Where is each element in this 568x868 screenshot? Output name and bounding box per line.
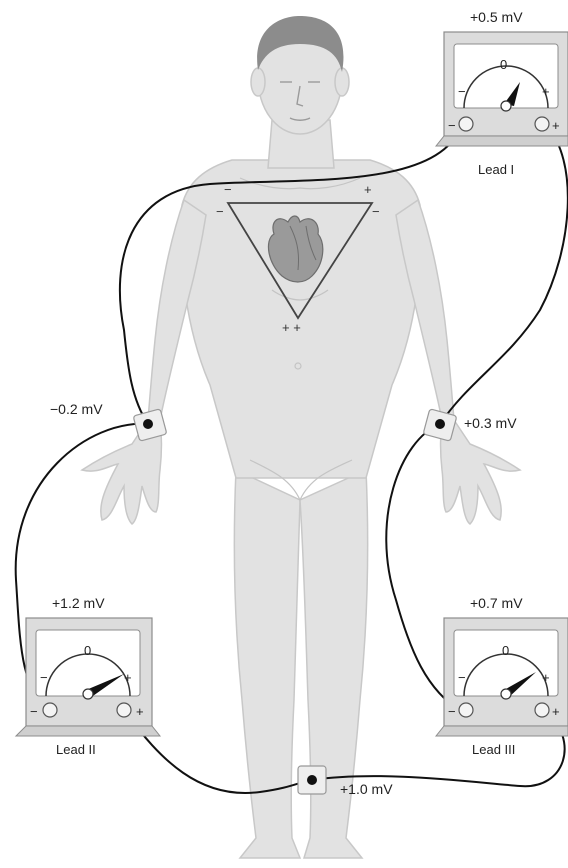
svg-text:−: − — [448, 704, 456, 719]
svg-text:+: + — [552, 704, 560, 719]
meter-lead-iii: +0.7 mV 0 − + − + Lead III — [436, 595, 568, 757]
svg-text:−: − — [30, 704, 38, 719]
meter-lead-ii-reading: +1.2 mV — [52, 595, 105, 611]
meter-lead-ii-terminal-minus — [43, 703, 57, 717]
meter-lead-i-zero: 0 — [500, 57, 507, 72]
meter-lead-iii-name: Lead III — [472, 742, 515, 757]
meter-lead-ii-terminal-plus — [117, 703, 131, 717]
meter-lead-i: +0.5 mV 0 − + − + Lead I — [436, 9, 568, 177]
left-arm-potential: +0.3 mV — [464, 415, 517, 431]
triangle-sign-ll: + + — [282, 320, 301, 335]
meter-lead-iii-minus: − — [458, 670, 466, 685]
triangle-sign-ra-2: − — [216, 204, 224, 219]
svg-text:+: + — [552, 118, 560, 133]
meter-lead-ii-name: Lead II — [56, 742, 96, 757]
meter-lead-i-reading: +0.5 mV — [470, 9, 523, 25]
meter-lead-ii-zero: 0 — [84, 643, 91, 658]
meter-lead-ii-plus: + — [124, 670, 132, 685]
triangle-sign-la-1: + — [364, 182, 372, 197]
triangle-sign-la-2: − — [372, 204, 380, 219]
meter-lead-iii-reading: +0.7 mV — [470, 595, 523, 611]
meter-lead-i-name: Lead I — [478, 162, 514, 177]
meter-lead-ii-minus: − — [40, 670, 48, 685]
meter-lead-i-terminal-plus — [535, 117, 549, 131]
meter-lead-i-plus: + — [542, 84, 550, 99]
meter-lead-iii-terminal-minus — [459, 703, 473, 717]
meter-lead-iii-face — [454, 630, 558, 696]
meter-lead-iii-terminal-plus — [535, 703, 549, 717]
meter-lead-i-terminal-minus — [459, 117, 473, 131]
meter-lead-iii-plus: + — [542, 670, 550, 685]
triangle-sign-ra-1: − — [224, 182, 232, 197]
svg-text:−: − — [448, 118, 456, 133]
left-leg-potential: +1.0 mV — [340, 781, 393, 797]
svg-text:+: + — [136, 704, 144, 719]
electrode-left-leg — [298, 766, 326, 794]
meter-lead-iii-zero: 0 — [502, 643, 509, 658]
right-arm-potential: −0.2 mV — [50, 401, 103, 417]
meter-lead-i-minus: − — [458, 84, 466, 99]
meter-lead-ii-face — [36, 630, 140, 696]
meter-lead-ii: +1.2 mV 0 − + − + Lead II — [16, 595, 160, 757]
